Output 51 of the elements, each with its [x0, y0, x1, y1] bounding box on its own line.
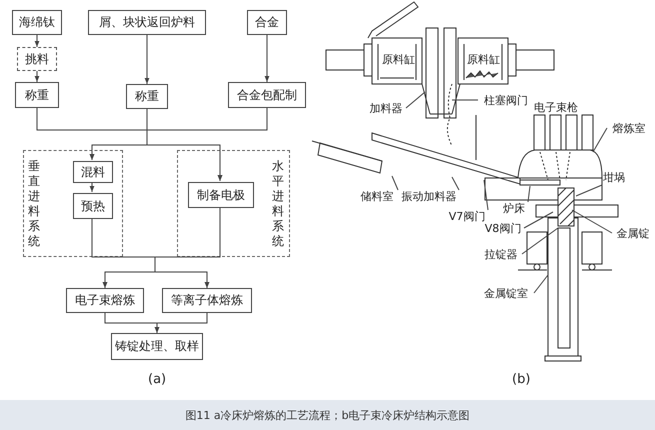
- leader-line: [484, 180, 488, 210]
- process-box: 等离子体熔炼: [162, 288, 252, 313]
- arrow: [34, 70, 40, 82]
- leader-line: [452, 176, 460, 190]
- arrow: [154, 206, 220, 288]
- figure-caption: 图11 a冷床炉熔炼的工艺流程；b电子束冷床炉结构示意图: [185, 408, 470, 422]
- part-label: 柱塞阀门: [478, 92, 534, 108]
- dashed-group: [177, 150, 290, 257]
- process-box: 称重: [126, 84, 168, 109]
- part-label: 金属锭室: [478, 285, 534, 301]
- leader-line: [528, 186, 530, 202]
- process-box: 合金: [247, 10, 287, 35]
- arrow: [144, 34, 150, 84]
- process-box: 混料: [73, 161, 113, 183]
- part-label: 熔炼室: [607, 120, 651, 136]
- panel-label: (b): [512, 372, 530, 387]
- leader-line: [392, 176, 398, 190]
- leader-line: [592, 128, 608, 152]
- part-label: 炉床: [500, 200, 528, 216]
- drum-label: 原料缸: [382, 52, 415, 67]
- panel-label: (a): [148, 372, 166, 387]
- arrow: [264, 34, 270, 82]
- process-box: 称重: [15, 82, 59, 108]
- part-label: 坩埚: [600, 169, 628, 185]
- part-label: 储料室: [356, 188, 398, 204]
- dashed-group: [23, 150, 123, 257]
- leader-line: [572, 210, 612, 234]
- arrow: [34, 34, 40, 48]
- arrow: [154, 312, 208, 334]
- process-box: 合金包配制: [228, 82, 306, 108]
- part-label: 加料器: [366, 100, 406, 116]
- process-box: 屑、块状返回炉料: [88, 10, 206, 35]
- process-box: 制备电极: [188, 182, 254, 208]
- process-box: 铸锭处理、取样: [111, 333, 203, 360]
- process-box: 海绵钛: [12, 10, 62, 35]
- arrow: [90, 182, 94, 192]
- part-label: 振动加料器: [399, 188, 459, 204]
- leader-line: [524, 212, 554, 228]
- group-title: 垂直进料系统: [28, 159, 41, 249]
- part-label: 金属锭: [612, 225, 654, 241]
- group-title: 水平进料系统: [272, 159, 285, 249]
- part-label: 拉锭器: [480, 246, 522, 262]
- arrow: [146, 108, 268, 182]
- gun-label: 电子束枪: [534, 100, 578, 115]
- leader-line: [522, 228, 558, 254]
- leader-line: [406, 92, 426, 108]
- leader-line: [534, 274, 548, 294]
- process-box: 电子束熔炼: [66, 288, 144, 313]
- process-box: 预热: [73, 193, 113, 219]
- dashed-process-box: 挑料: [17, 47, 57, 71]
- drum-label: 原料缸: [467, 52, 500, 67]
